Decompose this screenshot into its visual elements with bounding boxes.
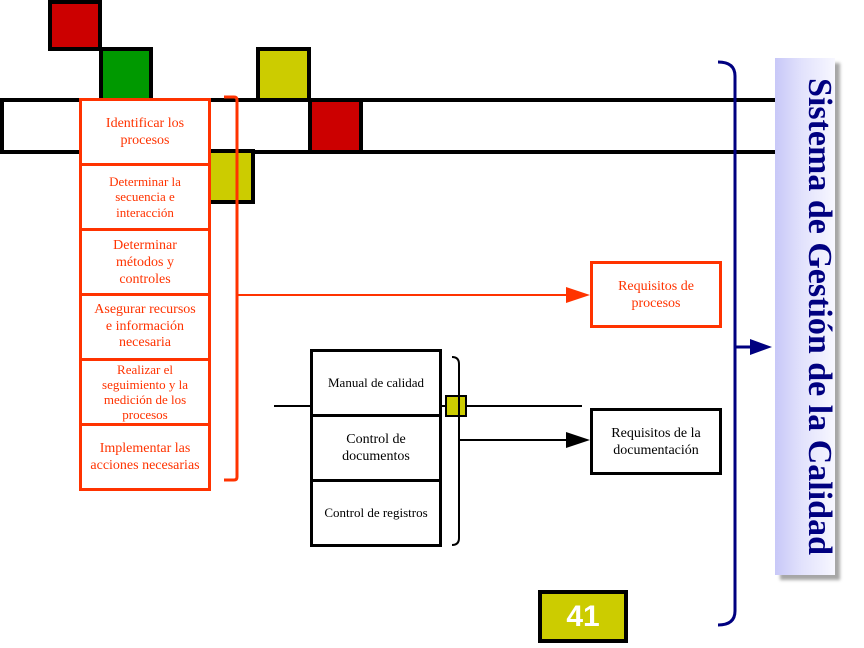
process-arrow-head: [566, 287, 590, 303]
title-panel: [775, 58, 835, 575]
process-requirements-box: Requisitos de procesos: [590, 261, 722, 328]
documentation-item: Manual de calidad: [327, 375, 424, 390]
documentation-arrow-head: [566, 432, 590, 448]
olive-square-decoration: [256, 47, 311, 102]
system-arrow-head: [750, 339, 772, 355]
documentation-item: Control de registros: [313, 479, 439, 544]
documentation-item: Control de documentos: [313, 414, 439, 479]
process-step: Implementar las acciones necesarias: [82, 423, 208, 488]
process-step: Identificar los procesos: [105, 116, 185, 148]
documentation-bracket: [451, 356, 460, 546]
process-step: Realizar el seguimiento y la medición de…: [82, 358, 208, 423]
system-title: Sistema de Gestión de la Calidad: [801, 78, 838, 555]
page-number: 41: [538, 590, 628, 643]
process-step: Determinar métodos y controles: [82, 228, 208, 293]
green-square-decoration: [99, 47, 153, 102]
documentation-stack: Manual de calidad Control de documentos …: [310, 349, 442, 547]
process-steps-stack: Identificar los procesos Determinar la s…: [79, 98, 211, 491]
connector-square: [445, 395, 467, 417]
red-square-decoration: [308, 98, 363, 154]
documentation-requirements-box: Requisitos de la documentación: [590, 408, 722, 475]
process-step: Determinar la secuencia e interacción: [82, 163, 208, 228]
red-square-decoration: [48, 0, 102, 51]
process-step: Asegurar recursos e información necesari…: [82, 293, 208, 358]
olive-square-decoration: [206, 149, 255, 204]
